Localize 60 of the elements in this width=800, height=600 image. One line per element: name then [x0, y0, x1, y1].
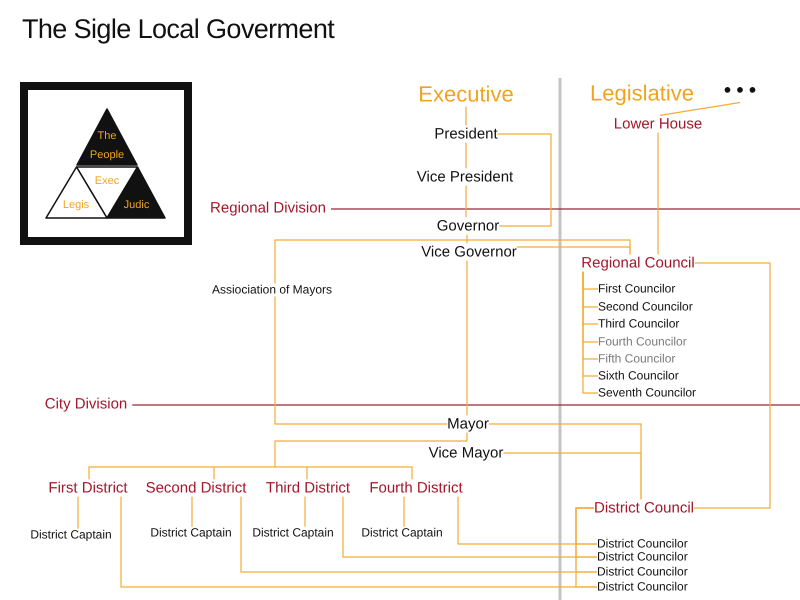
triangle-label: Exec	[94, 174, 120, 188]
role-label: President	[434, 125, 498, 143]
connector-line	[274, 239, 631, 425]
role-label: Mayor	[447, 415, 489, 433]
connector-line	[465, 186, 467, 218]
connector-line	[342, 496, 597, 558]
connector-line	[88, 432, 468, 480]
division-label: City Division	[44, 395, 128, 413]
square-frame	[20, 82, 192, 245]
column-heading: Legislative	[590, 80, 694, 106]
connector-line	[465, 106, 467, 126]
connector-line	[657, 132, 659, 254]
column-heading: Executive	[418, 81, 514, 107]
connector-line	[465, 142, 467, 168]
division-label: Regional Division	[210, 199, 326, 217]
connector-line	[503, 452, 642, 500]
ellipsis-mark: • • •	[724, 80, 756, 102]
role-label: Vice Mayor	[428, 444, 504, 462]
council-label: District Council	[594, 499, 694, 517]
connector-line	[77, 496, 79, 529]
connector-line	[304, 496, 306, 527]
connector-line	[191, 496, 193, 527]
connector-line	[240, 496, 597, 573]
district-label: First District	[48, 479, 128, 497]
role-label: Vice Governor	[421, 243, 517, 261]
member-label: District Councilor	[597, 580, 688, 594]
connector-line	[466, 260, 468, 416]
member-label: District Councilor	[597, 550, 688, 564]
triangle-label: Judic	[124, 198, 150, 212]
triangle-label: Legis	[62, 198, 90, 212]
member-label: District Captain	[30, 528, 112, 542]
connector-line	[498, 133, 552, 227]
member-label: District Captain	[150, 526, 232, 540]
district-label: Third District	[266, 479, 350, 497]
connector-line	[660, 102, 740, 116]
connector-line	[120, 496, 597, 588]
member-label: District Captain	[361, 526, 443, 540]
connector-line	[457, 496, 597, 545]
member-label: District Councilor	[597, 538, 688, 550]
connector-line	[403, 496, 405, 527]
member-label: Third Councilor	[598, 318, 680, 330]
role-label: Vice President	[416, 168, 514, 186]
member-label: District Captain	[252, 526, 334, 540]
triangle-label: The People	[90, 129, 124, 163]
member-label: Sixth Councilor	[598, 370, 679, 382]
district-label: Second District	[146, 479, 246, 497]
council-label: Regional Council	[581, 254, 695, 272]
member-label: First Councilor	[598, 282, 676, 296]
member-label: Fourth Councilor	[598, 336, 687, 348]
connector-line	[575, 507, 597, 588]
district-label: Fourth District	[369, 479, 463, 497]
member-label: District Councilor	[597, 566, 688, 578]
connector-line	[466, 234, 468, 244]
member-label: Seventh Councilor	[598, 386, 696, 400]
member-label: Second Councilor	[598, 300, 693, 314]
chamber-label: Lower House	[614, 115, 702, 133]
connector-line	[694, 262, 771, 509]
role-label: Governor	[436, 217, 500, 235]
title: The Sigle Local Goverment	[22, 14, 334, 46]
member-label: Fifth Councilor	[598, 352, 676, 366]
